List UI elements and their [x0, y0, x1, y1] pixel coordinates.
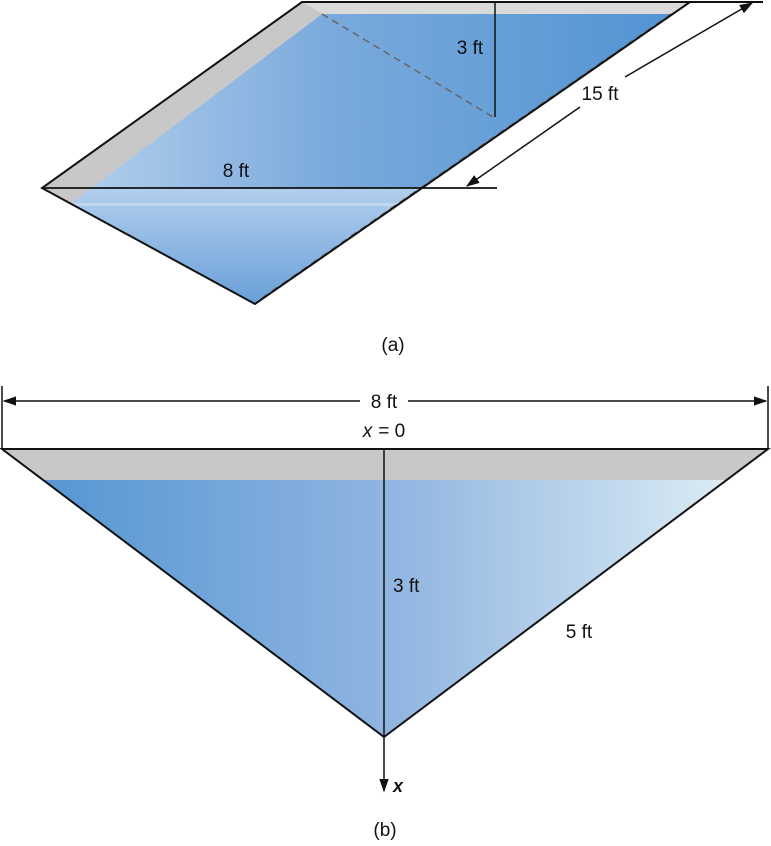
label-width-b: 8 ft	[371, 392, 398, 413]
caption-a: (a)	[381, 335, 404, 356]
rim-band-top	[302, 2, 690, 14]
length-arrow-upper	[624, 2, 754, 78]
rim-band-left	[42, 2, 322, 203]
length-arrow-lower	[465, 106, 581, 187]
figure-b: 8 ft x= 0 3 ft 5 ft x (b)	[0, 386, 771, 841]
cross-section-rim-band	[2, 449, 768, 480]
trough-end-face	[42, 188, 420, 304]
cross-section-outline	[0, 448, 771, 739]
label-axis-x: x	[392, 776, 404, 796]
figure-a: 8 ft 3 ft 15 ft (a)	[40, 0, 763, 356]
label-width-a: 8 ft	[223, 161, 250, 182]
label-depth-b: 3 ft	[393, 576, 420, 597]
label-depth-a: 3 ft	[457, 38, 484, 59]
caption-b: (b)	[373, 820, 396, 841]
label-length-a: 15 ft	[582, 84, 620, 105]
origin-equals: = 0	[378, 421, 405, 442]
hidden-edge-1	[321, 13, 494, 118]
trough-surface	[42, 2, 690, 304]
origin-variable: x	[362, 421, 374, 442]
cross-section-water	[2, 449, 768, 737]
label-origin: x= 0	[362, 421, 405, 442]
depth-text: 3 ft	[393, 576, 420, 597]
surface-highlight	[70, 203, 400, 206]
label-slant-b: 5 ft	[566, 622, 593, 643]
